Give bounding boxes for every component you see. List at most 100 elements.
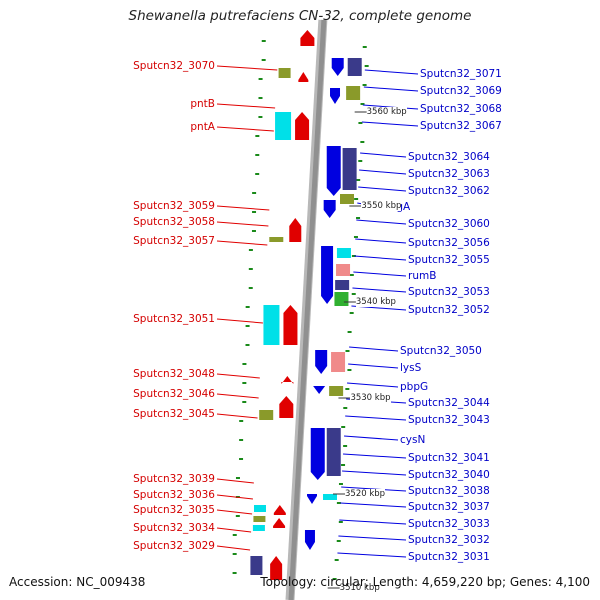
- reverse-gene-arrow: [310, 428, 325, 480]
- right-leader-line: [355, 238, 407, 244]
- forward-gene-arrow: [295, 112, 310, 140]
- left-gene-label[interactable]: Sputcn32_3051: [133, 313, 215, 325]
- right-gene-label[interactable]: Sputcn32_3043: [408, 414, 490, 426]
- backbone-line: [288, 19, 327, 600]
- gc-tick: [245, 344, 250, 346]
- scale-tick-label: 3540 kbp: [355, 297, 396, 307]
- right-gene-label[interactable]: Sputcn32_3033: [408, 518, 490, 530]
- cog-box: [336, 264, 351, 276]
- right-gene-label[interactable]: Sputcn32_3060: [408, 218, 490, 230]
- right-gene-label[interactable]: Sputcn32_3068: [420, 103, 502, 115]
- right-leader-line: [354, 255, 407, 261]
- right-gene-label[interactable]: Sputcn32_3050: [400, 345, 482, 357]
- left-leader-line: [216, 126, 274, 132]
- scale-tick-label: 3510 kbp: [339, 583, 380, 593]
- cog-box: [269, 237, 284, 242]
- right-gene-label[interactable]: Sputcn32_3052: [408, 304, 490, 316]
- left-gene-label[interactable]: Sputcn32_3035: [133, 504, 215, 516]
- left-leader-line: [216, 205, 270, 211]
- left-gene-label[interactable]: Sputcn32_3036: [133, 489, 215, 501]
- right-gene-label[interactable]: Sputcn32_3056: [408, 237, 490, 249]
- left-gene-label[interactable]: Sputcn32_3046: [133, 388, 215, 400]
- gc-tick: [341, 464, 346, 466]
- right-gene-label[interactable]: lysS: [400, 362, 422, 374]
- forward-gene-arrow: [270, 556, 283, 580]
- gc-tick: [358, 160, 363, 162]
- forward-gene-arrow: [289, 218, 302, 242]
- left-leader-line: [216, 318, 263, 324]
- scale-tick-label: 3530 kbp: [350, 393, 391, 403]
- left-leader-line: [216, 478, 254, 484]
- left-gene-label[interactable]: Sputcn32_3029: [133, 540, 215, 552]
- left-gene-label[interactable]: Sputcn32_3058: [133, 216, 215, 228]
- left-gene-label[interactable]: pntA: [190, 121, 215, 133]
- right-leader-line: [339, 519, 407, 525]
- gc-tick: [351, 293, 356, 295]
- left-leader-line: [216, 65, 278, 71]
- left-gene-label[interactable]: Sputcn32_3057: [133, 235, 215, 247]
- cog-box: [275, 112, 292, 140]
- right-leader-line: [345, 415, 407, 421]
- right-leader-line: [358, 186, 407, 192]
- forward-gene-arrow: [273, 505, 286, 515]
- right-gene-label[interactable]: cysN: [400, 434, 426, 446]
- gc-tick: [258, 78, 263, 80]
- right-leader-line: [343, 453, 407, 459]
- left-gene-label[interactable]: Sputcn32_3045: [133, 408, 215, 420]
- right-gene-label[interactable]: Sputcn32_3040: [408, 469, 490, 481]
- right-gene-label[interactable]: Sputcn32_3067: [420, 120, 502, 132]
- gc-tick: [239, 458, 244, 460]
- gc-tick: [251, 230, 256, 232]
- right-leader-line: [363, 86, 419, 92]
- right-gene-label[interactable]: Sputcn32_3041: [408, 452, 490, 464]
- left-leader-line: [216, 393, 259, 399]
- left-gene-label[interactable]: Sputcn32_3070: [133, 60, 215, 72]
- right-gene-label[interactable]: Sputcn32_3031: [408, 551, 490, 563]
- right-gene-label[interactable]: Sputcn32_3064: [408, 151, 490, 163]
- gc-tick: [255, 135, 260, 137]
- gc-tick: [245, 306, 250, 308]
- reverse-gene-arrow: [323, 200, 336, 218]
- scale-tick-label: 3550 kbp: [361, 201, 402, 211]
- gc-tick: [356, 179, 361, 181]
- gc-tick: [332, 578, 337, 580]
- left-gene-label[interactable]: Sputcn32_3059: [133, 200, 215, 212]
- gc-tick: [343, 445, 348, 447]
- right-gene-label[interactable]: pbpG: [400, 381, 429, 393]
- right-gene-label[interactable]: Sputcn32_3063: [408, 168, 490, 180]
- left-gene-label[interactable]: Sputcn32_3039: [133, 473, 215, 485]
- right-leader-line: [344, 435, 399, 441]
- right-gene-label[interactable]: Sputcn32_3037: [408, 501, 490, 513]
- left-leader-line: [216, 373, 260, 379]
- left-leader-line: [216, 509, 253, 515]
- gc-tick: [232, 572, 237, 574]
- cog-box: [342, 148, 357, 190]
- left-gene-label[interactable]: pntB: [190, 98, 215, 110]
- gc-tick: [347, 369, 352, 371]
- scale-tick-label: 3520 kbp: [345, 489, 386, 499]
- right-gene-label[interactable]: Sputcn32_3053: [408, 286, 490, 298]
- gc-tick: [349, 274, 354, 276]
- reverse-gene-arrow: [321, 246, 334, 304]
- right-gene-label[interactable]: Sputcn32_3044: [408, 397, 490, 409]
- left-gene-label[interactable]: Sputcn32_3034: [133, 522, 215, 534]
- left-leader-line: [216, 527, 252, 533]
- cog-box: [253, 516, 266, 522]
- right-leader-line: [337, 552, 407, 558]
- gc-tick: [338, 521, 343, 523]
- right-gene-label[interactable]: Sputcn32_3062: [408, 185, 490, 197]
- reverse-gene-arrow: [330, 88, 341, 104]
- right-leader-line: [361, 121, 419, 127]
- right-gene-label[interactable]: Sputcn32_3032: [408, 534, 490, 546]
- forward-gene-arrow: [283, 305, 298, 345]
- right-gene-label[interactable]: Sputcn32_3055: [408, 254, 490, 266]
- right-leader-line: [342, 470, 407, 476]
- right-gene-label[interactable]: Sputcn32_3071: [420, 68, 502, 80]
- right-gene-label[interactable]: Sputcn32_3069: [420, 85, 502, 97]
- cog-box: [347, 58, 362, 76]
- right-leader-line: [360, 152, 407, 158]
- left-gene-label[interactable]: Sputcn32_3048: [133, 368, 215, 380]
- right-gene-label[interactable]: rumB: [408, 270, 437, 282]
- right-gene-label[interactable]: Sputcn32_3038: [408, 485, 490, 497]
